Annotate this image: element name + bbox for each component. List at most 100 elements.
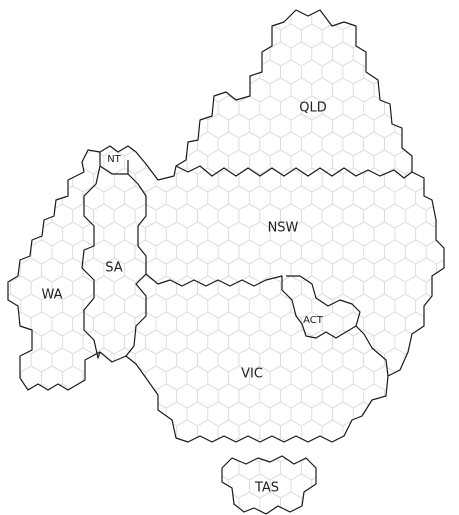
hex-cell [134, 23, 157, 49]
hex-cell [9, 419, 32, 445]
hex-cell [9, 23, 32, 49]
hex-cell [384, 10, 406, 13]
hex-cell [72, 455, 94, 481]
hex-cell [8, 365, 22, 391]
hex-cell [20, 509, 42, 514]
hex-cell [8, 509, 22, 514]
hex-cell [165, 437, 188, 463]
hex-cell [384, 383, 406, 409]
region-label-vic: VIC [241, 367, 263, 382]
hex-cell [51, 59, 74, 85]
hex-cell [415, 149, 437, 175]
hex-cell [373, 509, 396, 514]
hex-cell [373, 473, 396, 499]
region-label-tas: TAS [254, 481, 279, 496]
hex-cell [30, 59, 53, 85]
hex-cell [238, 10, 261, 13]
region-label-sa: SA [105, 261, 122, 276]
hex-cell [145, 41, 167, 67]
hex-cell [9, 10, 32, 13]
hex-cell [415, 437, 437, 463]
hex-cell [124, 437, 146, 463]
hex-cell [176, 23, 198, 49]
hex-cell [8, 10, 22, 31]
hex-cell [176, 95, 198, 121]
region-borders [7, 9, 445, 515]
hex-cell [248, 10, 271, 31]
hex-cell [384, 455, 406, 481]
hex-cell [415, 113, 437, 139]
hex-cell [352, 473, 375, 499]
hex-cell [394, 10, 417, 31]
nsw-south-border [145, 273, 361, 339]
hex-cell [404, 10, 427, 13]
hex-cell [425, 131, 444, 157]
hex-cell [8, 10, 11, 13]
hex-cell [20, 185, 42, 211]
hex-cell [51, 131, 74, 157]
hex-cell [8, 239, 11, 265]
hex-cell [51, 491, 74, 514]
hex-cell [62, 77, 84, 103]
hex-cell [8, 347, 11, 373]
hex-cell [103, 473, 126, 499]
hex-cell [425, 383, 444, 409]
hex-cell [186, 437, 209, 463]
hex-cell [321, 455, 344, 481]
hex-cell [8, 473, 22, 499]
hex-cell [176, 10, 198, 13]
hex-cell [165, 10, 188, 31]
hex-cell [352, 437, 375, 463]
hex-cell [51, 23, 74, 49]
hex-cell [165, 473, 188, 499]
hex-cell [113, 491, 136, 514]
hex-cell [8, 401, 22, 427]
hex-cell [155, 59, 178, 85]
hex-cell [436, 293, 444, 319]
hex-cell [145, 113, 167, 139]
hex-cell [8, 437, 22, 463]
hex-cell [82, 509, 105, 514]
hex-cell [165, 509, 188, 514]
hex-cell [41, 10, 63, 31]
mainland-outline [7, 9, 445, 443]
hex-cell [41, 437, 63, 463]
hex-cell [41, 77, 63, 103]
hex-cell [134, 419, 157, 445]
hex-cell [436, 221, 444, 247]
hex-cell [82, 473, 105, 499]
hex-cell [425, 455, 444, 481]
hex-cell [363, 23, 385, 49]
hex-cell [145, 437, 167, 463]
hex-cell [425, 10, 444, 13]
hex-cell [176, 491, 198, 514]
hex-cell [8, 167, 11, 193]
hex-cell [72, 419, 94, 445]
region-label-nsw: NSW [268, 221, 299, 236]
nt-south-border [99, 165, 128, 175]
hex-cell [8, 221, 22, 247]
hex-cell [62, 41, 84, 67]
hex-cell [425, 167, 444, 193]
sa-east-border [125, 160, 147, 357]
hex-cell [20, 437, 42, 463]
hex-cell [30, 131, 53, 157]
hex-cell [41, 401, 63, 427]
hex-cell [342, 491, 365, 514]
hex-cell [415, 365, 437, 391]
hex-cell [8, 59, 11, 85]
hex-cell [41, 473, 63, 499]
hex-cell [311, 509, 334, 514]
hex-cell [425, 59, 444, 85]
hex-cell [20, 77, 42, 103]
hex-cell [9, 491, 32, 514]
hex-cell [436, 509, 444, 514]
hex-cell [62, 113, 84, 139]
hex-cell [425, 311, 444, 337]
hex-cell [425, 419, 444, 445]
hex-cell [342, 10, 365, 13]
hex-cell [93, 10, 115, 13]
hex-cell [82, 10, 105, 31]
hex-cell [8, 95, 11, 121]
